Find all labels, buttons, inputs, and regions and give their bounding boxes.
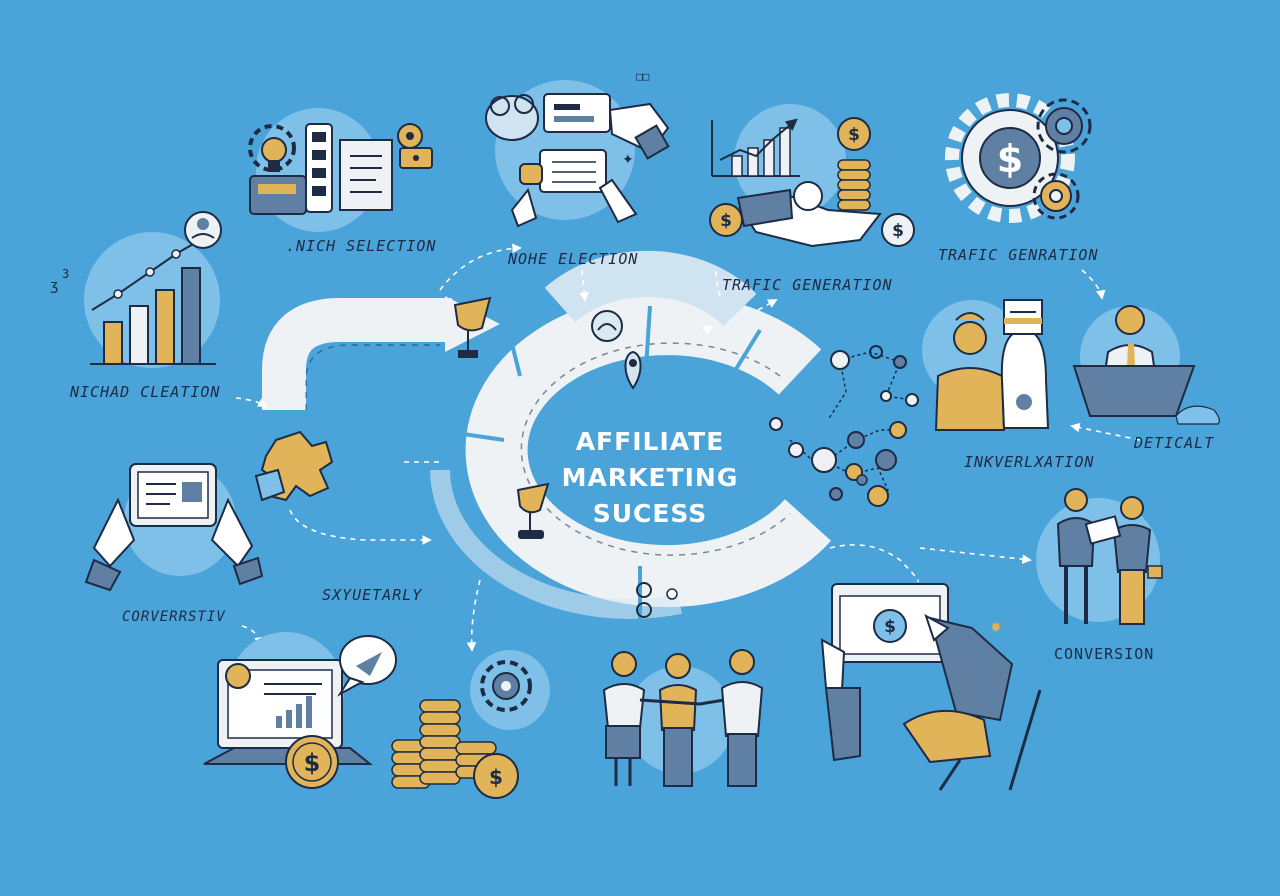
map-pin-icon [624, 350, 642, 390]
label-conversion: CONVERSION [1054, 645, 1155, 663]
label-traffic-generation-right: TRAFIC GENRATION [938, 246, 1099, 264]
svg-text:✦: ✦ [622, 152, 634, 168]
label-nichad-cleation: NICHAD CLEATION [70, 383, 221, 401]
title-line-3: SUCESS [592, 499, 708, 528]
dollar-coin-large-icon: $ [285, 735, 339, 789]
coin-stack-icon: $ [837, 117, 871, 211]
svg-text:$: $ [848, 125, 860, 145]
clipboard-icon [1084, 515, 1163, 579]
label-converrstiv: CORVERRSTIV [122, 609, 226, 625]
label-traffic-generation-center: TRAFIC GENERATION [722, 276, 893, 294]
presenter-icon [1036, 488, 1160, 625]
title-line-2: MARKETING [561, 463, 739, 492]
team-icon [602, 649, 764, 787]
connectors [235, 243, 1141, 652]
tablet-icon [84, 463, 264, 592]
niche-selection-cluster [248, 108, 433, 232]
ring-connector-icons [636, 582, 678, 618]
user-avatar-icon [184, 211, 222, 249]
ticket-icon [543, 93, 670, 160]
people-cluster [922, 299, 1050, 431]
svg-text:3: 3 [62, 267, 69, 281]
gear-icon [470, 650, 550, 730]
tablet-dollar-icon: $ ✸ [820, 583, 1042, 791]
document-icon [339, 139, 393, 211]
title-line-1: AFFILIATE [575, 427, 725, 456]
coin-stacks-icon: $ [391, 699, 519, 799]
chat-bubble-icon [337, 635, 397, 697]
svg-text:$: $ [489, 765, 503, 789]
gear-lightbulb-icon [248, 124, 296, 172]
niche-election-cluster: ✦ □□ [485, 70, 670, 228]
growth-coins-cluster: $ $ $ [709, 104, 915, 248]
label-niche-selection: .NICH SELECTION [286, 237, 437, 255]
handshake-icon [736, 181, 882, 248]
phone-icon [305, 123, 333, 213]
trophy-icon [453, 296, 492, 358]
label-niche-election: NOHE ELECTION [508, 250, 639, 268]
target-icon [591, 310, 623, 342]
puzzle-icon [254, 430, 334, 502]
svg-text:$: $ [997, 137, 1023, 181]
svg-text:$: $ [884, 617, 896, 637]
growth-chart-icon [711, 118, 800, 177]
heart-icon: ♥ [702, 323, 713, 337]
label-deticalt: DETICALT [1134, 434, 1215, 452]
badge-icon [516, 482, 550, 539]
svg-text:ʒ: ʒ [50, 278, 58, 294]
network-icon [769, 345, 919, 507]
gear-dollar-icon: $ [945, 93, 1092, 223]
piggy-bank-icon [485, 94, 539, 141]
svg-text:$: $ [304, 749, 321, 777]
label-inkverlxation: INKVERLXATION [964, 453, 1095, 471]
tablet-hands-icon [510, 149, 638, 228]
briefcase-icon [249, 175, 307, 215]
svg-text:$: $ [720, 211, 732, 231]
diagram-title: AFFILIATE MARKETING SUCESS [530, 424, 770, 532]
svg-text:✸: ✸ [990, 620, 1002, 636]
svg-text:$: $ [892, 221, 904, 241]
businessman-icon [1072, 305, 1220, 425]
bar-chart-icon: ʒ 3 [50, 232, 220, 368]
dollar-coin-icon: $ $ [709, 203, 915, 247]
svg-text:□□: □□ [636, 70, 650, 83]
label-sxyuetarly: SXYUETARLY [322, 586, 423, 604]
lock-icon [397, 123, 433, 169]
